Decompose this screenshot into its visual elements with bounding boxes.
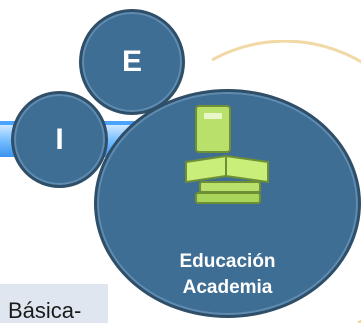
circle-e-label: E (121, 45, 142, 78)
circle-i-label: I (55, 122, 64, 156)
side-text-box: Básica- (0, 284, 108, 323)
main-label: Educación Academia (97, 249, 358, 301)
books-icon (185, 105, 269, 204)
main-label-line1: Educación (179, 251, 276, 272)
main-label-line2: Academia (182, 277, 273, 298)
circle-e: E (79, 9, 185, 115)
circle-i: I (11, 91, 108, 188)
circle-main: Educación Academia (94, 89, 361, 318)
side-text: Básica- (8, 298, 82, 323)
